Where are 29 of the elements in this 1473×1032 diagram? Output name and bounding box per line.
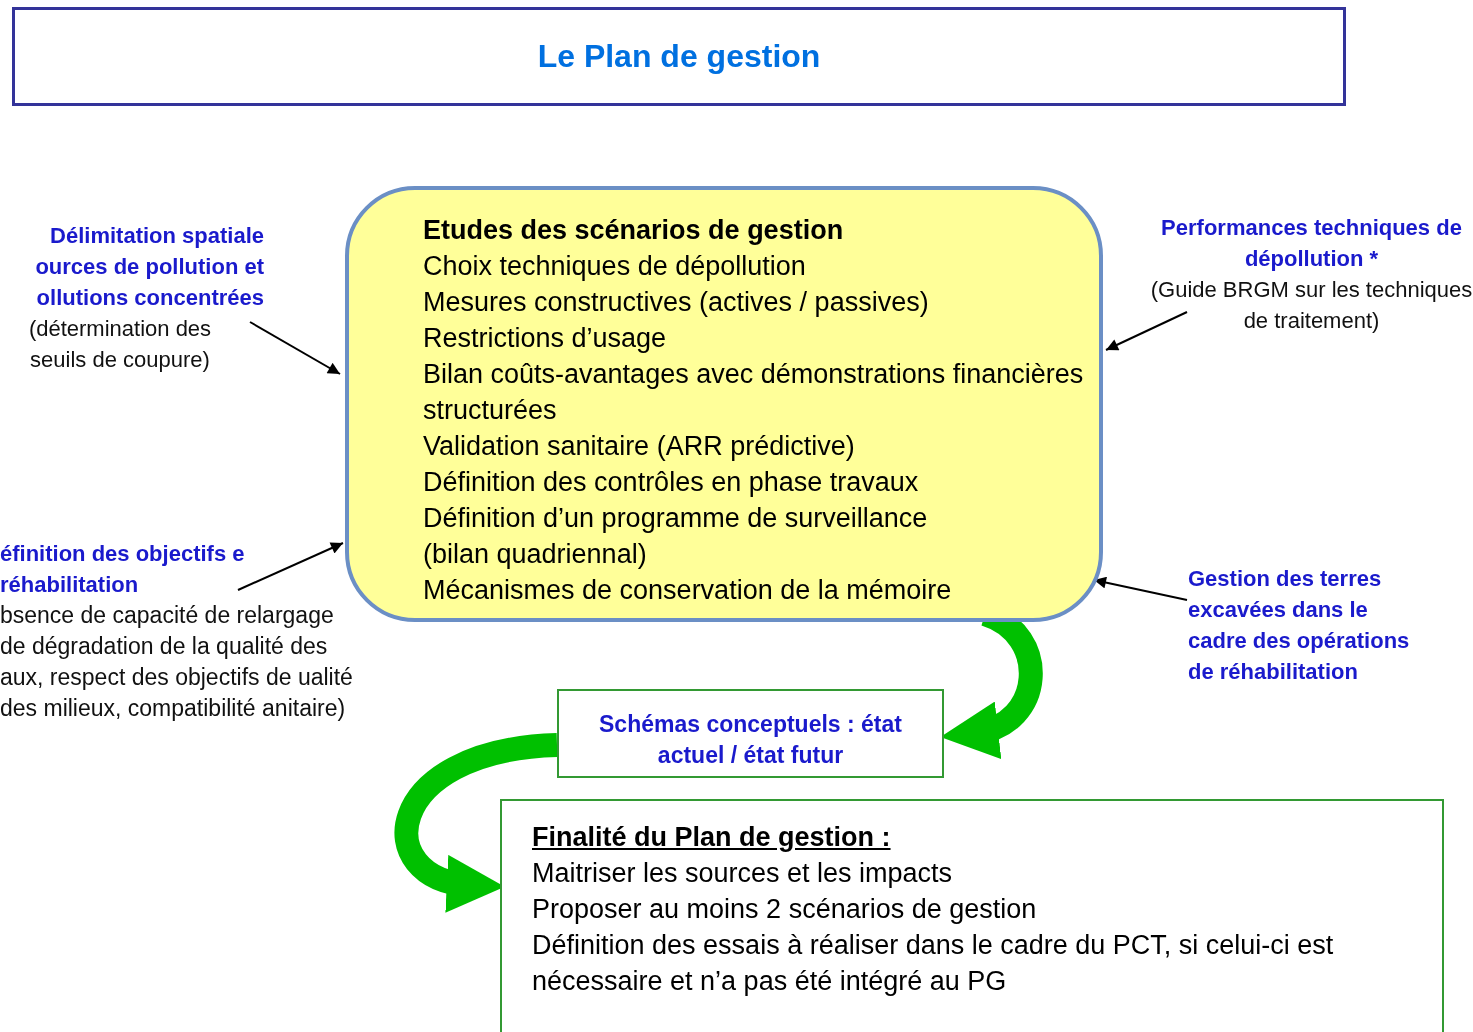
list-item: Définition des essais à réaliser dans le cadre du PCT, si celui-ci est nécessaire et n’a pas été intégré au PG xyxy=(532,929,1335,998)
box-title: Schémas conceptuels : état actuel / état futur xyxy=(598,710,903,770)
list-item: Restrictions d’usage xyxy=(423,322,668,355)
annotation-note: (Guide BRGM sur les techniques de traitement) xyxy=(1150,276,1473,335)
scenario-box xyxy=(345,186,1103,622)
list-item: Définition des contrôles en phase travaux xyxy=(423,466,920,499)
concept-box xyxy=(557,689,944,778)
heading: Finalité du Plan de gestion : xyxy=(532,821,892,854)
arrow xyxy=(237,542,344,591)
title-box: Le Plan de gestion xyxy=(12,7,1346,106)
annotation-heading: éfinition des objectifs e réhabilitation xyxy=(0,540,246,599)
annotation-heading: Gestion des terres excavées dans le cadre des opérations de réhabilitation xyxy=(1188,565,1411,686)
curved-arrow xyxy=(394,733,559,910)
list-item: Mesures constructives (actives / passives) xyxy=(423,286,930,319)
annotation-heading: Performances techniques de dépollution * xyxy=(1160,214,1463,273)
arrow xyxy=(249,321,341,375)
list-item: Bilan coûts-avantages avec démonstrations financières structurées xyxy=(423,358,1085,427)
annotation-heading: Délimitation spatiale ources de pollution et ollutions concentrées xyxy=(34,222,264,312)
list-item: Définition d’un programme de surveillance (bilan quadriennal) xyxy=(423,502,929,571)
annotation-note: (détermination des seuils de coupure) xyxy=(27,315,213,374)
arrow xyxy=(1105,311,1188,351)
list-item: Mécanismes de conservation de la mémoire xyxy=(423,574,953,607)
purpose-box xyxy=(500,799,1444,1032)
list-item: Proposer au moins 2 scénarios de gestion xyxy=(532,893,1038,926)
list-item: Maitriser les sources et les impacts xyxy=(532,857,954,890)
list-item: Validation sanitaire (ARR prédictive) xyxy=(423,430,856,463)
annotation-note: bsence de capacité de relargage de dégradation de la qualité des aux, respect des objectifs de ualité des milieux, compatibilité anitaire) xyxy=(0,601,354,723)
heading: Etudes des scénarios de gestion xyxy=(423,214,845,247)
list-item: Choix techniques de dépollution xyxy=(423,250,807,283)
